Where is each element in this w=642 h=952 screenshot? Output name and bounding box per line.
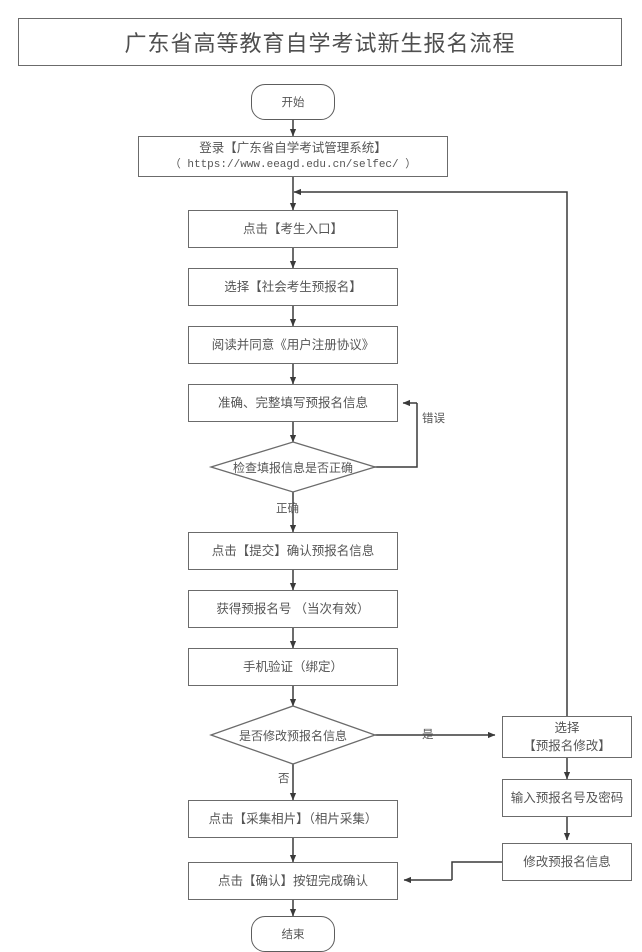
login-step-line1: 登录【广东省自学考试管理系统】 [199, 141, 387, 156]
page-title: 广东省高等教育自学考试新生报名流程 [18, 18, 622, 66]
decision-modify-info-label: 是否修改预报名信息 [238, 728, 347, 743]
edge-label-yes: 是 [422, 729, 434, 741]
step-collect-photo: 点击【采集相片】（相片采集） [188, 800, 398, 838]
decision-check-info: 检查填报信息是否正确 [211, 442, 375, 492]
step-select-modify-line1: 选择 [554, 720, 580, 735]
step-submit-confirm: 点击【提交】确认预报名信息 [188, 532, 398, 570]
edge-label-error: 错误 [422, 413, 445, 425]
decision-check-info-label: 检查填报信息是否正确 [232, 460, 353, 475]
edge-label-no: 否 [278, 773, 290, 785]
edge-label-correct: 正确 [276, 503, 299, 515]
step-modify-info: 修改预报名信息 [502, 843, 632, 881]
step-select-modify-line2: 【预报名修改】 [523, 739, 611, 753]
step-select-modify: 选择 【预报名修改】 [502, 716, 632, 758]
step-input-number-password: 输入预报名号及密码 [502, 779, 632, 817]
step-click-entry: 点击【考生入口】 [188, 210, 398, 248]
end-terminator: 结束 [251, 916, 335, 952]
step-get-number: 获得预报名号 （当次有效） [188, 590, 398, 628]
step-fill-info: 准确、完整填写预报名信息 [188, 384, 398, 422]
decision-modify-info: 是否修改预报名信息 [211, 706, 375, 764]
start-terminator: 开始 [251, 84, 335, 120]
step-click-confirm: 点击【确认】按钮完成确认 [188, 862, 398, 900]
login-step: 登录【广东省自学考试管理系统】 （ https://www.eeagd.edu.… [138, 136, 448, 177]
step-phone-verify: 手机验证（绑定） [188, 648, 398, 686]
step-select-pre-register: 选择【社会考生预报名】 [188, 268, 398, 306]
step-agree-agreement: 阅读并同意《用户注册协议》 [188, 326, 398, 364]
login-step-url: （ https://www.eeagd.edu.cn/selfec/ ） [169, 158, 417, 171]
